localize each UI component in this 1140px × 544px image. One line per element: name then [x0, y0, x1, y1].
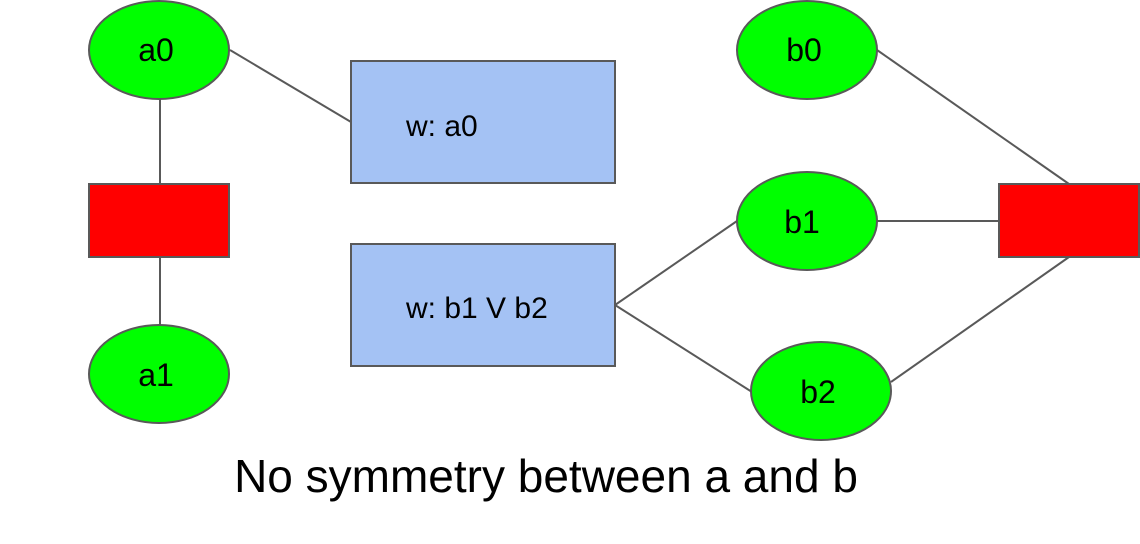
edge-weight-b-b1: [614, 220, 738, 306]
weight-box-a-label: w: a0: [405, 110, 478, 143]
variable-node-b2: [750, 341, 892, 441]
variable-node-a1: [88, 324, 230, 424]
variable-node-b2-label: b2: [800, 374, 836, 410]
weight-box-b: [350, 243, 616, 367]
diagram-caption: No symmetry between a and b: [234, 450, 858, 502]
factor-node-a: [88, 183, 230, 258]
variable-node-b1: [736, 171, 878, 271]
weight-box-b-label: w: b1 V b2: [405, 292, 548, 325]
edge-b0-factor-b: [876, 49, 1070, 185]
variable-node-b0: [736, 0, 878, 100]
variable-node-a0: [88, 0, 230, 100]
weight-box-a: [350, 60, 616, 184]
variable-node-b0-label: b0: [786, 32, 822, 68]
edge-a0-weight-a: [229, 49, 352, 123]
edge-weight-b-b2: [614, 304, 753, 393]
variable-node-a1-label: a1: [138, 357, 174, 393]
variable-node-a0-label: a0: [138, 32, 174, 68]
edge-b2-factor-b: [890, 256, 1070, 383]
factor-node-b: [998, 183, 1140, 258]
variable-node-b1-label: b1: [784, 204, 820, 240]
